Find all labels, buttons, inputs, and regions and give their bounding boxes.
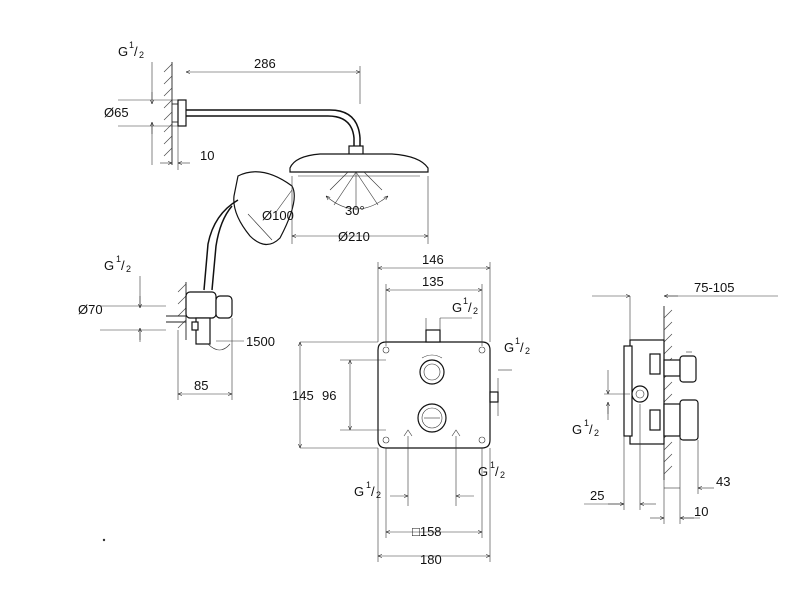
flange-elbow-label: Ø70 <box>78 302 103 317</box>
outer-width-top-label: 146 <box>422 252 444 267</box>
svg-text:1: 1 <box>490 460 495 470</box>
height-outer-label: 145 <box>292 388 314 403</box>
inlet-marks <box>403 429 461 437</box>
svg-text:/: / <box>134 44 138 59</box>
svg-text:2: 2 <box>126 264 131 274</box>
concealed-body <box>623 339 699 445</box>
shower-arm <box>172 99 361 152</box>
svg-text:2: 2 <box>500 470 505 480</box>
stray-dot <box>102 538 106 542</box>
outlet-right-label: G 1 / 2 <box>504 336 530 356</box>
shower-view: 286 G 1 / 2 Ø65 10 Ø100 30° Ø210 G 1 / 2… <box>78 40 429 400</box>
flange-top-label: Ø65 <box>104 105 129 120</box>
svg-text:/: / <box>121 258 125 273</box>
svg-text:/: / <box>468 300 472 315</box>
wall-gap-label: 10 <box>200 148 214 163</box>
svg-text:2: 2 <box>473 306 478 316</box>
hand-shower <box>203 171 295 291</box>
offset-bottom-label: 10 <box>694 504 708 519</box>
dim-lines-side <box>584 296 778 524</box>
svg-text:1: 1 <box>366 480 371 490</box>
square-size-label: □158 <box>412 524 442 539</box>
svg-text:2: 2 <box>139 50 144 60</box>
head-shower <box>289 145 429 210</box>
svg-text:G: G <box>452 300 462 315</box>
svg-text:1: 1 <box>584 418 589 428</box>
angle-label: 30° <box>345 203 365 218</box>
total-width-label: 180 <box>420 552 442 567</box>
svg-text:G: G <box>478 464 488 479</box>
side-view: 75-105 G 1 / 2 25 43 10 <box>572 280 778 524</box>
svg-text:1: 1 <box>463 296 468 306</box>
inlet-left-label: G 1 / 2 <box>354 480 381 500</box>
side-inlet-label: G 1 / 2 <box>572 418 599 438</box>
hose-length-label: 1500 <box>246 334 275 349</box>
svg-text:2: 2 <box>376 490 381 500</box>
projection-label: 43 <box>716 474 730 489</box>
svg-text:G: G <box>104 258 114 273</box>
inner-width-top-label: 135 <box>422 274 444 289</box>
svg-text:/: / <box>520 340 524 355</box>
inlet-elbow-label: G 1 / 2 <box>104 254 131 274</box>
depth-range-label: 75-105 <box>694 280 734 295</box>
height-inner-label: 96 <box>322 388 336 403</box>
svg-text:G: G <box>572 422 582 437</box>
dim-lines-front <box>300 262 512 562</box>
elbow-depth-label: 85 <box>194 378 208 393</box>
svg-text:1: 1 <box>116 254 121 264</box>
thermostat-knob <box>417 403 447 433</box>
svg-text:/: / <box>371 484 375 499</box>
svg-text:G: G <box>504 340 514 355</box>
svg-text:1: 1 <box>515 336 520 346</box>
dim-lines-shower <box>100 62 429 400</box>
outlet-top-label: G 1 / 2 <box>452 296 478 316</box>
svg-text:2: 2 <box>525 346 530 356</box>
svg-text:G: G <box>118 44 128 59</box>
wall-elbow <box>166 291 233 351</box>
front-view: 146 135 G 1 / 2 G 1 / 2 145 96 G 1 / 2 G… <box>292 252 530 567</box>
offset-left-label: 25 <box>590 488 604 503</box>
wall-hatch-elbow <box>177 282 187 340</box>
diverter-knob <box>419 354 445 385</box>
svg-text:1: 1 <box>129 40 134 50</box>
svg-text:/: / <box>589 422 593 437</box>
inlet-top-label: G 1 / 2 <box>118 40 144 60</box>
svg-text:2: 2 <box>594 428 599 438</box>
arm-length-label: 286 <box>254 56 276 71</box>
svg-text:/: / <box>495 464 499 479</box>
svg-text:G: G <box>354 484 364 499</box>
wall-hatch-top <box>163 62 173 165</box>
handshower-head-label: Ø100 <box>262 208 294 223</box>
inlet-right-label: G 1 / 2 <box>478 460 505 480</box>
head-diameter-label: Ø210 <box>338 229 370 244</box>
wall-hatch-side <box>663 306 673 480</box>
